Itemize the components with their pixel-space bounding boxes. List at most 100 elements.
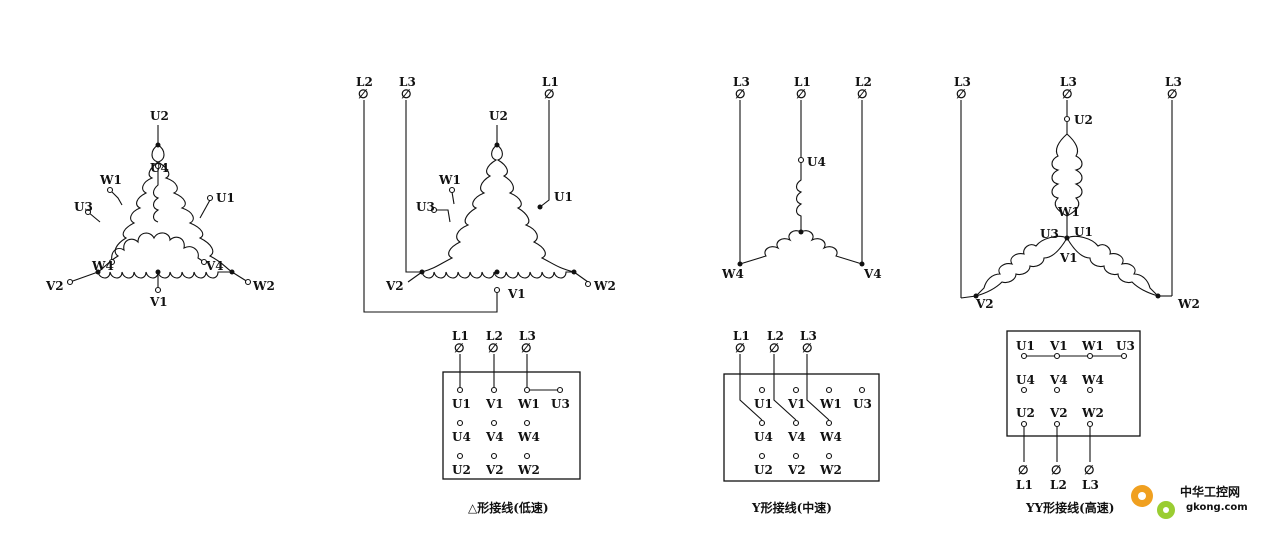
terminal-symbol: ∅ [401, 87, 411, 101]
board-c-w4: W4 [819, 430, 842, 444]
board-b-v4: V4 [485, 430, 504, 444]
coil-a-left-outer [97, 144, 160, 273]
label-a-v1: V1 [149, 295, 168, 309]
terminal-board-d: U1 V1 W1 U3 U4 V4 W4 U2 V2 W2 ∅ ∅ ∅ L1 L… [1006, 330, 1141, 492]
caption-wye: Y形接线(中速) [751, 500, 832, 515]
label-a-v2: V2 [45, 279, 64, 293]
terminal-symbol: ∅ [454, 341, 464, 355]
board-d-u1: U1 [1016, 339, 1035, 353]
terminal-symbol: ∅ [769, 341, 779, 355]
board-b-line: L1 [452, 329, 469, 343]
board-c-u1: U1 [754, 397, 773, 411]
label-a-u1: U1 [216, 191, 235, 205]
label-b-w1: W1 [438, 173, 461, 187]
label-c-v4: V4 [863, 267, 882, 281]
watermark-brand: 中华工控网 [1180, 484, 1240, 499]
board-d-line: L3 [1082, 478, 1099, 492]
board-b-u3: U3 [551, 397, 570, 411]
board-c-u4: U4 [754, 430, 773, 444]
label-c-u4: U4 [807, 155, 826, 169]
board-b-w1: W1 [517, 397, 540, 411]
board-d-u3: U3 [1116, 339, 1135, 353]
label-d-w2: W2 [1177, 297, 1200, 311]
board-c-w2: W2 [819, 463, 842, 477]
terminal-symbol: ∅ [956, 87, 966, 101]
terminal-symbol: ∅ [802, 341, 812, 355]
board-d-u2: U2 [1016, 406, 1035, 420]
board-c-u2: U2 [754, 463, 773, 477]
board-c-v2: V2 [787, 463, 806, 477]
label-a-u3: U3 [74, 200, 93, 214]
line-b-l1: L1 [542, 75, 559, 89]
label-d-w1: W1 [1057, 205, 1080, 219]
board-c-line: L1 [733, 329, 750, 343]
label-b-v1: V1 [507, 287, 526, 301]
board-d-line: L1 [1016, 478, 1033, 492]
board-b-u4: U4 [452, 430, 471, 444]
label-b-v2: V2 [385, 279, 404, 293]
coil-b-right [496, 144, 575, 273]
label-d-u1: U1 [1074, 225, 1093, 239]
board-b-w2: W2 [517, 463, 540, 477]
board-d-w1: W1 [1081, 339, 1104, 353]
terminal-symbol: ∅ [1051, 463, 1061, 477]
board-b-v1: V1 [485, 397, 504, 411]
coil-b-left [421, 144, 498, 273]
board-d-v2: V2 [1049, 406, 1068, 420]
coil-d-right [1066, 235, 1160, 298]
coil-c-left [739, 230, 802, 265]
board-b-u1: U1 [452, 397, 471, 411]
line-c-l1: L1 [794, 75, 811, 89]
line-c-l2: L2 [855, 75, 872, 89]
terminal-board-c: L1 L2 L3 ∅ ∅ ∅ U1 V1 W1 U3 U4 V4 [723, 329, 880, 482]
watermark-domain: gkong.com [1186, 502, 1248, 513]
board-c-line: L2 [767, 329, 784, 343]
coil-a-inner-arc [111, 232, 205, 263]
line-b-l3: L3 [399, 75, 416, 89]
coil-d-upper [1051, 133, 1083, 217]
board-d-u4: U4 [1016, 373, 1035, 387]
line-d-right: L3 [1165, 75, 1182, 89]
label-d-v1: V1 [1059, 251, 1078, 265]
diagram-d-double-wye: L3 L3 L3 ∅ ∅ ∅ U2 W1 U1 U3 V1 V2 W2 [954, 75, 1200, 515]
line-d-center: L3 [1060, 75, 1077, 89]
label-d-v2: V2 [975, 297, 994, 311]
watermark-logo: 中华工控网 gkong.com [1131, 484, 1248, 519]
board-c-u3: U3 [853, 397, 872, 411]
diagram-b-delta: L2 L3 L1 ∅ ∅ ∅ U2 W1 U1 U3 V2 W2 V1 [356, 75, 616, 515]
coil-a-right-outer [156, 144, 233, 273]
diagram-a-winding-layout: U2 U4 W1 U1 U3 W4 V4 V2 W2 V1 [45, 109, 275, 309]
terminal-symbol: ∅ [796, 87, 806, 101]
label-c-w4: W4 [721, 267, 744, 281]
board-c-v1: V1 [787, 397, 806, 411]
label-a-w2: W2 [252, 279, 275, 293]
terminal-symbol: ∅ [735, 341, 745, 355]
terminal-board-b: L1 L2 L3 ∅ ∅ ∅ U1 V1 W1 U3 U4 [442, 329, 581, 480]
line-b-l2: L2 [356, 75, 373, 89]
board-c-v4: V4 [787, 430, 806, 444]
board-d-w2: W2 [1081, 406, 1104, 420]
label-a-w1: W1 [99, 173, 122, 187]
terminal-symbol: ∅ [521, 341, 531, 355]
terminal-symbol: ∅ [857, 87, 867, 101]
label-d-u2: U2 [1074, 113, 1093, 127]
line-c-l3: L3 [733, 75, 750, 89]
label-a-u4: U4 [150, 161, 169, 175]
board-d-w4: W4 [1081, 373, 1104, 387]
coil-d-left [974, 235, 1068, 298]
terminal-symbol: ∅ [735, 87, 745, 101]
board-b-u2: U2 [452, 463, 471, 477]
label-a-w4: W4 [91, 259, 114, 273]
label-b-w2: W2 [593, 279, 616, 293]
board-c-w1: W1 [819, 397, 842, 411]
board-d-line: L2 [1050, 478, 1067, 492]
label-d-u3: U3 [1040, 227, 1059, 241]
label-a-v4: V4 [205, 259, 224, 273]
coil-a-w1 [111, 191, 123, 206]
coil-c-vertical [795, 162, 803, 232]
caption-double-wye: YY形接线(高速) [1025, 500, 1115, 515]
board-b-line: L2 [486, 329, 503, 343]
label-a-u2: U2 [150, 109, 169, 123]
coil-a-center [152, 168, 160, 223]
